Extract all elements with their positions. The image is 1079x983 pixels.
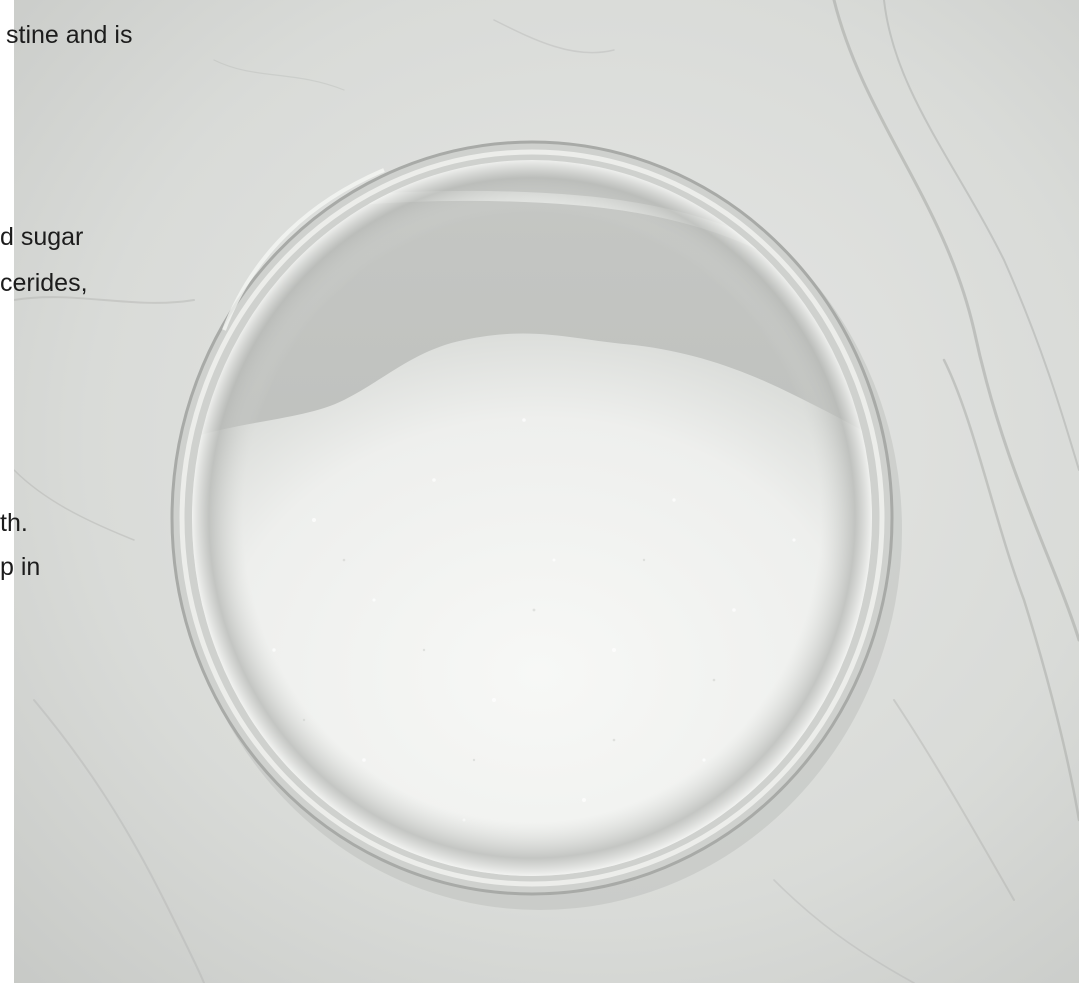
dish-glass-edge	[192, 160, 872, 876]
marble-surface-photo	[14, 0, 1079, 983]
dish-rim-highlight	[179, 149, 885, 887]
dish-gloss-highlight	[222, 168, 385, 331]
overlay-text-line-4: th.	[0, 509, 28, 537]
overlay-text-line-5: p in	[0, 553, 41, 581]
overlay-text-line-3: cerides,	[0, 269, 88, 297]
marble-veins	[14, 0, 1079, 983]
photo-svg	[14, 0, 1079, 983]
overlay-text-line-1: stine and is	[6, 21, 133, 49]
overlay-text-line-2: d sugar	[0, 223, 84, 251]
